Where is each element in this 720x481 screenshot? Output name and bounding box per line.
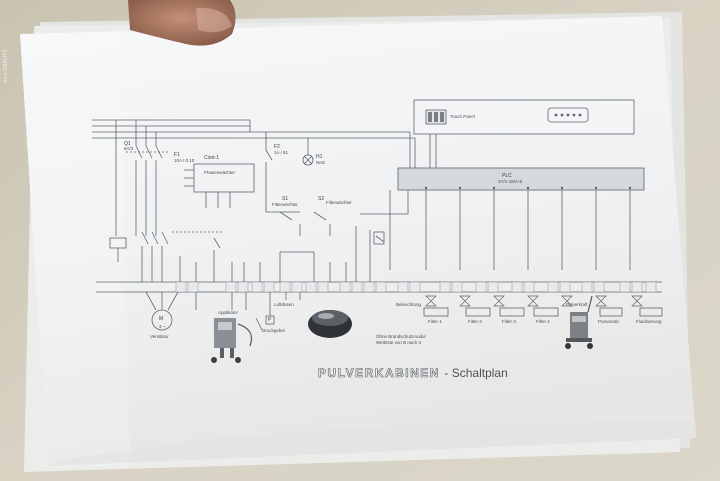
sleeve-bottom	[48, 420, 696, 466]
label-plc: PLC	[502, 173, 512, 179]
label-filter-3: Filter 3	[502, 319, 516, 324]
label-q1: Q1	[124, 141, 131, 147]
label-phasenwaechter: Phasenwächter	[204, 170, 236, 175]
label-luftdusen: Luftdüsen	[274, 302, 294, 307]
plc-terminals	[424, 186, 632, 190]
label-f2-rating: 1A / 61	[274, 150, 289, 155]
label-fluidisierung: Fluidisierung	[636, 319, 662, 324]
label-h1-netz: Netz	[316, 160, 326, 165]
label-s1: S1	[282, 196, 289, 202]
label-druckgeber-symbol: P	[268, 317, 272, 323]
label-filter-2: Filter 2	[468, 319, 482, 324]
powder-trolley-illustration	[565, 295, 593, 349]
booth-lamp-illustration	[308, 310, 352, 338]
valve-symbols	[425, 295, 643, 307]
schematic-title: PULVERKABINEN - Schaltplan	[318, 364, 508, 382]
label-h1: H1	[316, 154, 323, 160]
label-ventilator: Ventilator	[150, 334, 169, 339]
label-beleuchtung: Beleuchtung	[396, 302, 422, 307]
note-sub: Weitriste von B nach X	[376, 340, 422, 345]
label-s1-desc: Filterwächter	[272, 202, 298, 207]
label-touch-panel: Touch Panel	[450, 114, 475, 119]
label-f2: F2	[274, 144, 280, 150]
label-filter-4: Filter 4	[536, 319, 550, 324]
label-druckgeber: Druckgeber	[262, 328, 286, 333]
label-pulverkraft: Pulverkraft	[566, 302, 588, 307]
label-s2: S2	[318, 196, 325, 202]
sleeve-fold	[20, 32, 130, 466]
title-subtitle: - Schaltplan	[444, 366, 508, 380]
label-f1-rating: 10A / 0,10	[174, 158, 195, 163]
label-q1-rating: 6A/3	[124, 146, 134, 151]
watermark-text: itsu DEPOTS	[3, 48, 9, 83]
note-main: Ohne Brandschutzmodul	[376, 334, 426, 339]
label-pneumatic: Pneumatic	[598, 319, 620, 324]
powder-spray-unit-illustration	[211, 318, 253, 363]
label-motor-unit: 3 ~	[159, 324, 166, 329]
label-applikator: Applikator	[218, 310, 239, 315]
label-filter-1: Filter 1	[428, 319, 442, 324]
label-motor-symbol: M	[159, 316, 164, 322]
label-s2-desc: Filterwächter	[326, 200, 352, 205]
thumbnail-nail	[196, 7, 232, 33]
label-f1: F1	[174, 152, 180, 158]
label-cont1: Cont-1	[204, 155, 220, 161]
terminal-blocks	[175, 281, 657, 293]
label-plc-model: S7/1-1MA-E	[498, 179, 523, 184]
title-main: PULVERKABINEN	[318, 366, 440, 381]
